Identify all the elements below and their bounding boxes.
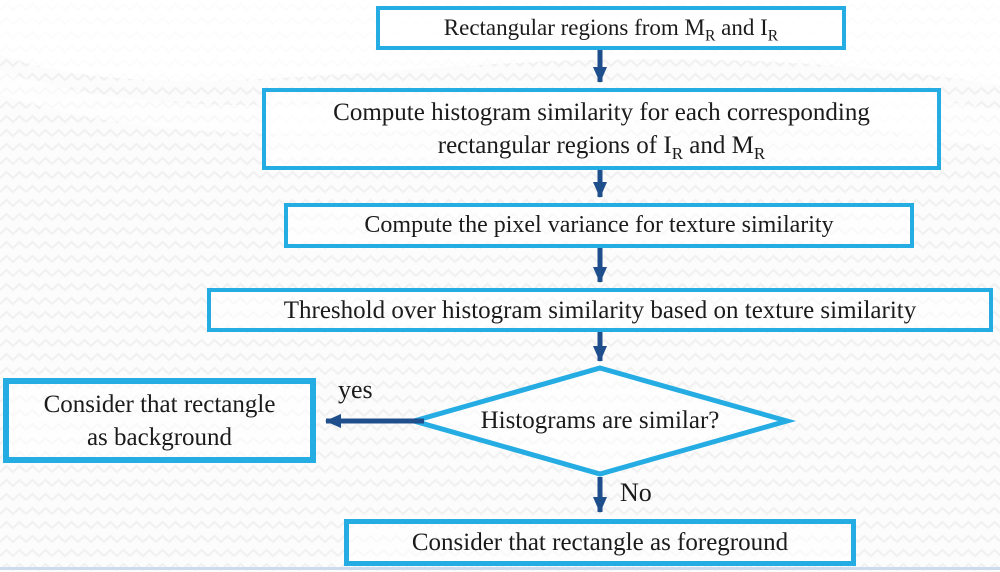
node-foreground-label: Consider that rectangle as foreground [411,529,789,556]
edge-label-yes: yes [338,375,373,404]
edge-label-no: No [620,478,652,507]
node-background-line2: as background [86,423,233,451]
decision-diamond [404,365,797,477]
node-pixel-variance-label: Compute the pixel variance for texture s… [364,211,834,238]
node-background-result: Consider that rectangle as background [3,378,316,463]
decision-label: Histograms are similar? [480,407,720,434]
node-foreground-result: Consider that rectangle as foreground [344,519,856,566]
node-histogram-line2: rectangular regions of IR and MR [437,132,766,163]
node-threshold-label: Threshold over histogram similarity base… [283,296,917,324]
node-histogram-line1: Compute histogram similarity for each co… [333,99,870,126]
node-pixel-variance: Compute the pixel variance for texture s… [284,203,914,248]
node-background-line1: Consider that rectangle [43,390,276,418]
bottom-rule [0,567,1000,570]
node-histogram-similarity: Compute histogram similarity for each co… [262,88,941,170]
node-start-label: Rectangular regions from MR and IR [443,14,779,45]
node-start: Rectangular regions from MR and IR [376,6,846,50]
node-threshold: Threshold over histogram similarity base… [207,288,993,332]
